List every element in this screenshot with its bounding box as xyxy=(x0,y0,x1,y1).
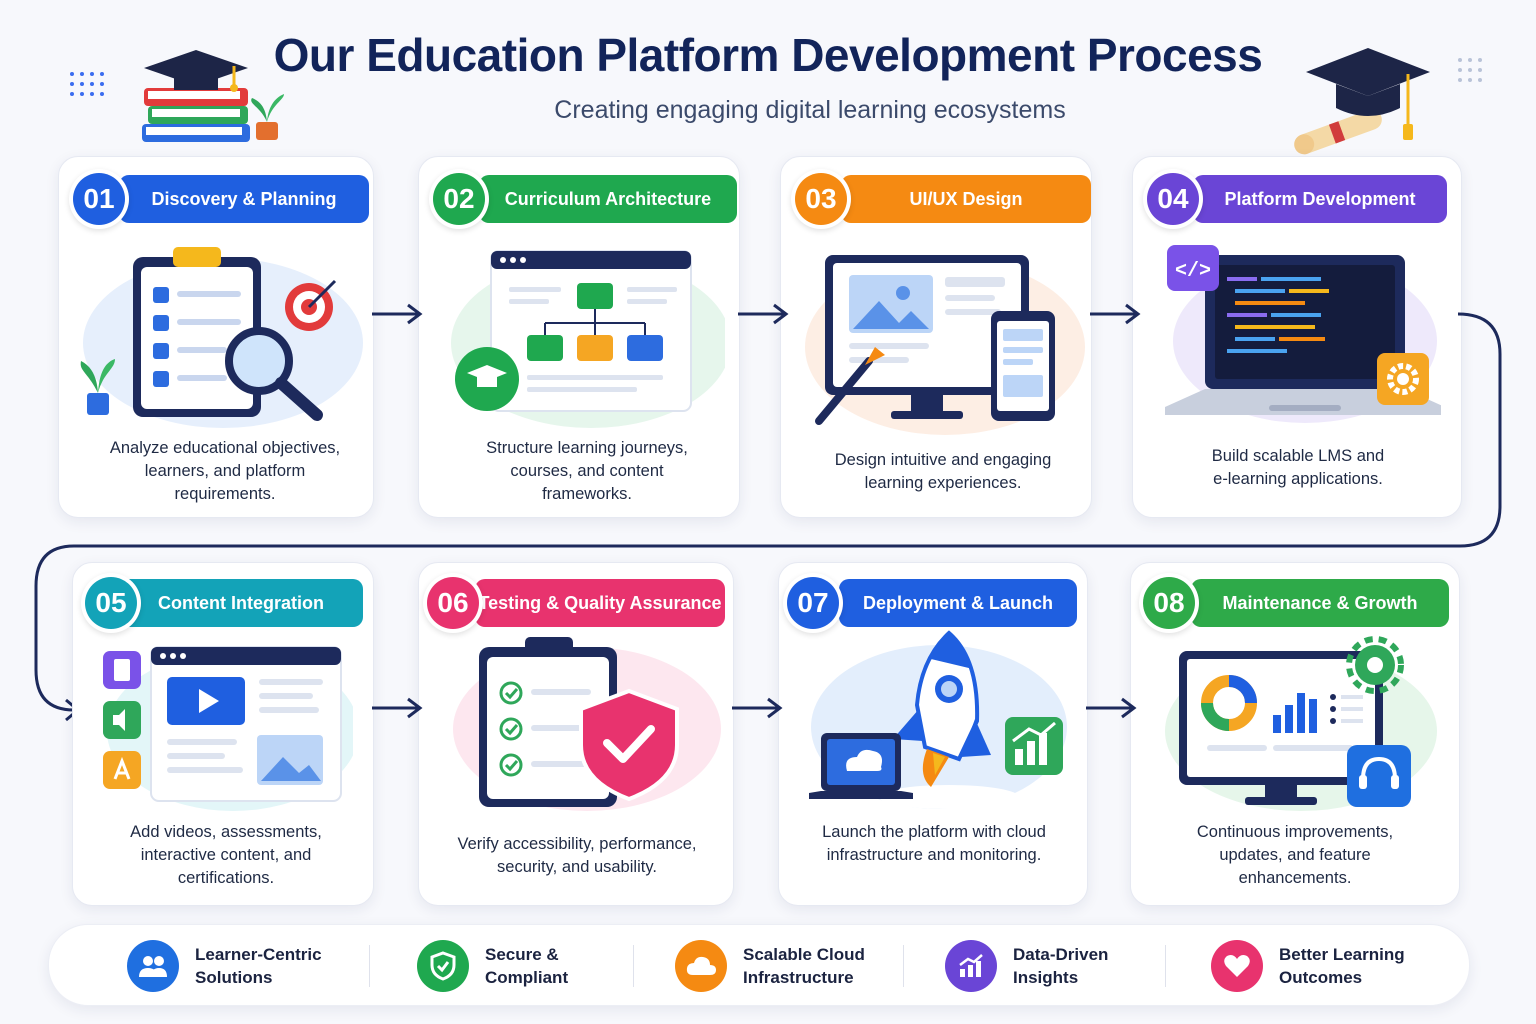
step-number: 04 xyxy=(1147,173,1199,225)
step-title: Content Integration xyxy=(158,592,324,613)
graduation-cap-diploma-icon xyxy=(1294,48,1430,155)
feature-data: Data-Driven Insights xyxy=(945,925,1123,1007)
step-title-bar: UI/UX Design xyxy=(841,175,1091,223)
flow-arrow-7-8 xyxy=(1086,697,1137,719)
step-title: UI/UX Design xyxy=(909,188,1023,209)
step-card-02: Curriculum Architecture 02 Structure lea… xyxy=(418,156,740,518)
clipboard-shield-check-icon xyxy=(453,637,721,811)
step-title-bar: Testing & Quality Assurance xyxy=(475,579,725,627)
step-number-badge: 03 xyxy=(791,169,851,229)
feature-learner-centric: Learner-Centric Solutions xyxy=(127,925,345,1007)
svg-text:</>: </> xyxy=(1175,260,1211,283)
step-title: Maintenance & Growth xyxy=(1222,592,1418,613)
books-graduation-cap-icon xyxy=(142,50,284,142)
step-number-badge: 08 xyxy=(1139,573,1199,633)
step-description: Continuous improvements, updates, and fe… xyxy=(1196,823,1394,887)
flow-arrow-2-3 xyxy=(738,303,789,325)
step-number-badge: 07 xyxy=(783,573,843,633)
step-card-07: Deployment & Launch 07 Launch the platfo… xyxy=(778,562,1088,906)
feature-secure: Secure & Compliant xyxy=(417,925,595,1007)
step-title-bar: Content Integration xyxy=(119,579,363,627)
step-number-badge: 05 xyxy=(81,573,141,633)
clipboard-checklist-icon xyxy=(80,247,363,428)
step-title-bar: Maintenance & Growth xyxy=(1191,579,1449,627)
feature-label: Secure & Compliant xyxy=(485,945,569,987)
step-description: Build scalable LMS and e-learning applic… xyxy=(1211,447,1385,488)
step-description: Design intuitive and engaging learning e… xyxy=(834,451,1052,492)
step-card-06: Testing & Quality Assurance 06 Verify ac… xyxy=(418,562,734,906)
divider xyxy=(633,945,634,987)
analytics-dashboard-icon xyxy=(1165,636,1437,811)
step-number: 01 xyxy=(73,173,125,225)
step-title-bar: Deployment & Launch xyxy=(839,579,1077,627)
step-number-badge: 04 xyxy=(1143,169,1203,229)
feature-label: Data-Driven Insights xyxy=(1013,945,1109,987)
step-title-bar: Curriculum Architecture xyxy=(479,175,737,223)
step-card-01: Discovery & Planning 01 Analyze educatio… xyxy=(58,156,374,518)
step-title: Discovery & Planning xyxy=(151,188,337,209)
step-description: Structure learning journeys, courses, an… xyxy=(486,439,688,503)
step-number: 03 xyxy=(795,173,847,225)
users-icon xyxy=(127,940,179,992)
feature-cloud: Scalable Cloud Infrastructure xyxy=(675,925,893,1007)
step-card-04: Platform Development 04 </> Build scalab… xyxy=(1132,156,1462,518)
step-description: Verify accessibility, performance, secur… xyxy=(457,835,697,876)
curriculum-diagram-icon xyxy=(451,250,725,428)
page-title: Our Education Platform Development Proce… xyxy=(273,29,1263,81)
flow-arrow-1-2 xyxy=(372,303,423,325)
rocket-launch-icon xyxy=(809,630,1067,809)
step-number: 02 xyxy=(433,173,485,225)
divider xyxy=(369,945,370,987)
page-subtitle: Creating engaging digital learning ecosy… xyxy=(554,96,1066,124)
feature-outcomes: Better Learning Outcomes xyxy=(1211,925,1419,1007)
step-number: 05 xyxy=(85,577,137,629)
laptop-code-icon: </> xyxy=(1165,245,1441,423)
decorative-dots-right xyxy=(1458,58,1482,82)
step-description: Analyze educational objectives, learners… xyxy=(109,439,341,503)
feature-label: Learner-Centric Solutions xyxy=(195,945,322,987)
divider xyxy=(1165,945,1166,987)
step-title: Deployment & Launch xyxy=(862,592,1054,613)
cloud-icon xyxy=(675,940,727,992)
flow-arrow-5-6 xyxy=(372,697,423,719)
flow-arrow-3-4 xyxy=(1090,303,1141,325)
features-bar: Learner-Centric Solutions Secure & Compl… xyxy=(48,924,1470,1006)
step-card-05: Content Integration 05 Add videos, asses… xyxy=(72,562,374,906)
content-media-icon xyxy=(103,646,353,811)
feature-label: Better Learning Outcomes xyxy=(1279,945,1405,987)
divider xyxy=(903,945,904,987)
step-card-08: Maintenance & Growth 08 Continuous impro… xyxy=(1130,562,1460,906)
step-number: 08 xyxy=(1143,577,1195,629)
step-title: Testing & Quality Assurance xyxy=(478,592,722,613)
step-description: Add videos, assessments, interactive con… xyxy=(130,823,322,887)
heart-icon xyxy=(1211,940,1263,992)
step-number: 06 xyxy=(427,577,479,629)
step-title-bar: Platform Development xyxy=(1193,175,1447,223)
step-title-bar: Discovery & Planning xyxy=(119,175,369,223)
step-number-badge: 02 xyxy=(429,169,489,229)
step-title: Platform Development xyxy=(1224,188,1416,209)
step-title: Curriculum Architecture xyxy=(504,188,712,209)
step-number-badge: 06 xyxy=(423,573,483,633)
step-description: Launch the platform with cloud infrastru… xyxy=(822,823,1046,864)
shield-icon xyxy=(417,940,469,992)
responsive-design-icon xyxy=(805,255,1085,435)
chart-icon xyxy=(945,940,997,992)
step-card-03: UI/UX Design 03 Design intuitive and eng… xyxy=(780,156,1092,518)
flow-arrow-6-7 xyxy=(732,697,783,719)
decorative-dots-left xyxy=(70,72,104,96)
step-number-badge: 01 xyxy=(69,169,129,229)
feature-label: Scalable Cloud Infrastructure xyxy=(743,945,865,987)
step-number: 07 xyxy=(787,577,839,629)
